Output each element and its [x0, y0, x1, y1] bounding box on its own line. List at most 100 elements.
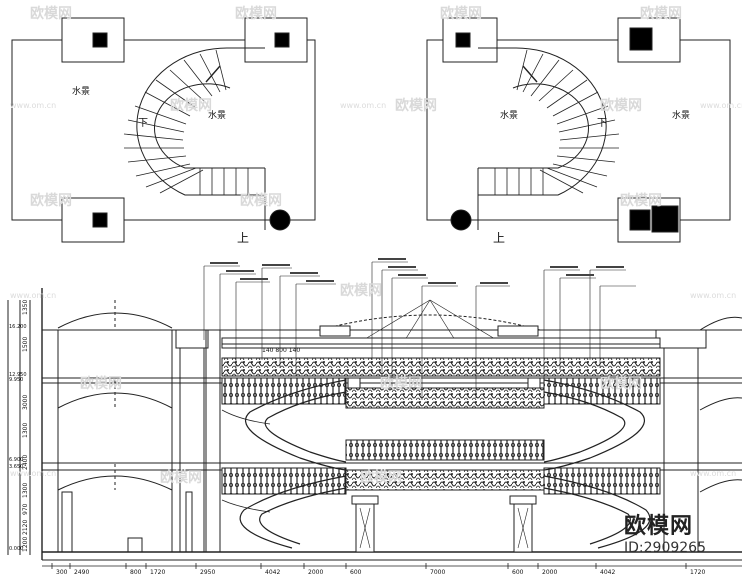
- plan-left-outline: [11, 39, 316, 221]
- leaders: [203, 261, 636, 400]
- svg-text:欧模网: 欧模网: [340, 282, 382, 299]
- dimension-label: 600: [350, 569, 362, 576]
- label-up: 上: [237, 231, 249, 245]
- stair-outer: [136, 47, 265, 196]
- label-down: 下: [597, 118, 607, 129]
- watermark-id: ID:2909265: [624, 540, 706, 556]
- svg-text:www.om.cn: www.om.cn: [690, 291, 736, 300]
- dimension-label: 3000: [22, 395, 29, 410]
- leader-label-text: [306, 280, 334, 282]
- svg-text:欧模网: 欧模网: [440, 5, 482, 22]
- svg-text:欧模网: 欧模网: [30, 5, 72, 22]
- dimension-label: 4042: [600, 569, 615, 576]
- svg-text:www.om.cn: www.om.cn: [10, 291, 56, 300]
- svg-text:www.om.cn: www.om.cn: [700, 101, 742, 110]
- railing: [345, 439, 545, 461]
- dimension-label: 600: [512, 569, 524, 576]
- svg-text:www.om.cn: www.om.cn: [10, 469, 56, 478]
- svg-text:欧模网: 欧模网: [620, 192, 662, 209]
- ornament-band: [221, 357, 661, 377]
- ornament-band: [345, 387, 545, 409]
- level-label: 16.200: [9, 324, 27, 330]
- level-label: 6.900: [9, 457, 23, 463]
- svg-text:欧模网: 欧模网: [380, 375, 422, 392]
- level-label: 0.000: [9, 546, 23, 552]
- plan-right: [426, 17, 731, 243]
- svg-text:欧模网: 欧模网: [640, 5, 682, 22]
- level-label: 3.650: [9, 464, 23, 470]
- label-up: 上: [493, 231, 505, 245]
- dimension-label: 1200: [22, 537, 29, 552]
- plan-left: [11, 17, 316, 243]
- label-down: 下: [138, 118, 148, 129]
- dimension-label: 2490: [74, 569, 89, 576]
- dimension-label: 2400: [22, 455, 29, 470]
- leader-label-text: [428, 282, 456, 284]
- svg-text:www.om.cn: www.om.cn: [340, 101, 386, 110]
- dimension-label: 800: [130, 569, 142, 576]
- stair-inner: [153, 83, 265, 169]
- leader-label-text: [290, 272, 318, 274]
- svg-text:欧模网: 欧模网: [600, 97, 642, 114]
- watermark-brand: 欧模网: [624, 514, 694, 539]
- column-pier: [61, 17, 125, 63]
- leader-label-text: [398, 274, 426, 276]
- leader-label-text: [388, 266, 416, 268]
- dimension-label: 300: [56, 569, 68, 576]
- level-label: 12.950: [9, 372, 27, 378]
- svg-text:欧模网: 欧模网: [235, 5, 277, 22]
- stair-outer: [478, 47, 607, 196]
- leader-label-text: [226, 270, 254, 272]
- svg-text:www.om.cn: www.om.cn: [10, 101, 56, 110]
- level-label: 9.950: [9, 377, 23, 383]
- leader-label-text: [240, 278, 268, 280]
- plan-right-outline: [426, 39, 731, 221]
- svg-text:欧模网: 欧模网: [30, 192, 72, 209]
- dimension-label: 1350: [22, 300, 29, 315]
- dimension-label: 1300: [22, 483, 29, 498]
- railing: [221, 467, 347, 495]
- dimension-label: 2950: [200, 569, 215, 576]
- svg-text:欧模网: 欧模网: [360, 469, 402, 486]
- dimension-label: 1720: [150, 569, 165, 576]
- svg-text:欧模网: 欧模网: [240, 192, 282, 209]
- railing: [543, 377, 661, 405]
- railing: [221, 377, 347, 405]
- label-water-inner: 水景: [208, 109, 226, 121]
- svg-text:欧模网: 欧模网: [80, 375, 122, 392]
- dimension-label: 2000: [308, 569, 323, 576]
- stair-inner: [478, 83, 590, 169]
- dimension-label: 1300: [22, 423, 29, 438]
- railing: [543, 467, 661, 495]
- dimension-label: 2000: [542, 569, 557, 576]
- leader-label-text: [262, 264, 290, 266]
- svg-text:欧模网: 欧模网: [395, 97, 437, 114]
- leader-labels: [210, 258, 624, 284]
- dim-center: 140 800 140: [262, 347, 300, 354]
- leader-label-text: [480, 282, 508, 284]
- dimension-label: 2120: [22, 520, 29, 535]
- leader-label-text: [378, 258, 406, 260]
- dimension-label: 4042: [265, 569, 280, 576]
- round-column: [450, 209, 472, 231]
- svg-text:欧模网: 欧模网: [600, 375, 642, 392]
- dimension-chain-left: 1350 1500 3000 1300 2400 1300 970 2120 1200: [22, 300, 29, 552]
- leader-label-text: [550, 266, 578, 268]
- svg-text:www.om.cn: www.om.cn: [690, 469, 736, 478]
- round-column: [269, 209, 291, 231]
- dimension-label: 1720: [690, 569, 705, 576]
- label-water-right: 水景: [672, 109, 690, 121]
- dimension-label: 1500: [22, 337, 29, 352]
- leader-label-text: [566, 274, 594, 276]
- label-water: 水景: [72, 85, 90, 97]
- leader-label-text: [596, 266, 624, 268]
- leader-label-text: [210, 262, 238, 264]
- dimension-label: 970: [22, 503, 29, 515]
- svg-text:欧模网: 欧模网: [160, 469, 202, 486]
- svg-text:欧模网: 欧模网: [170, 97, 212, 114]
- curved-stairs: [221, 379, 651, 549]
